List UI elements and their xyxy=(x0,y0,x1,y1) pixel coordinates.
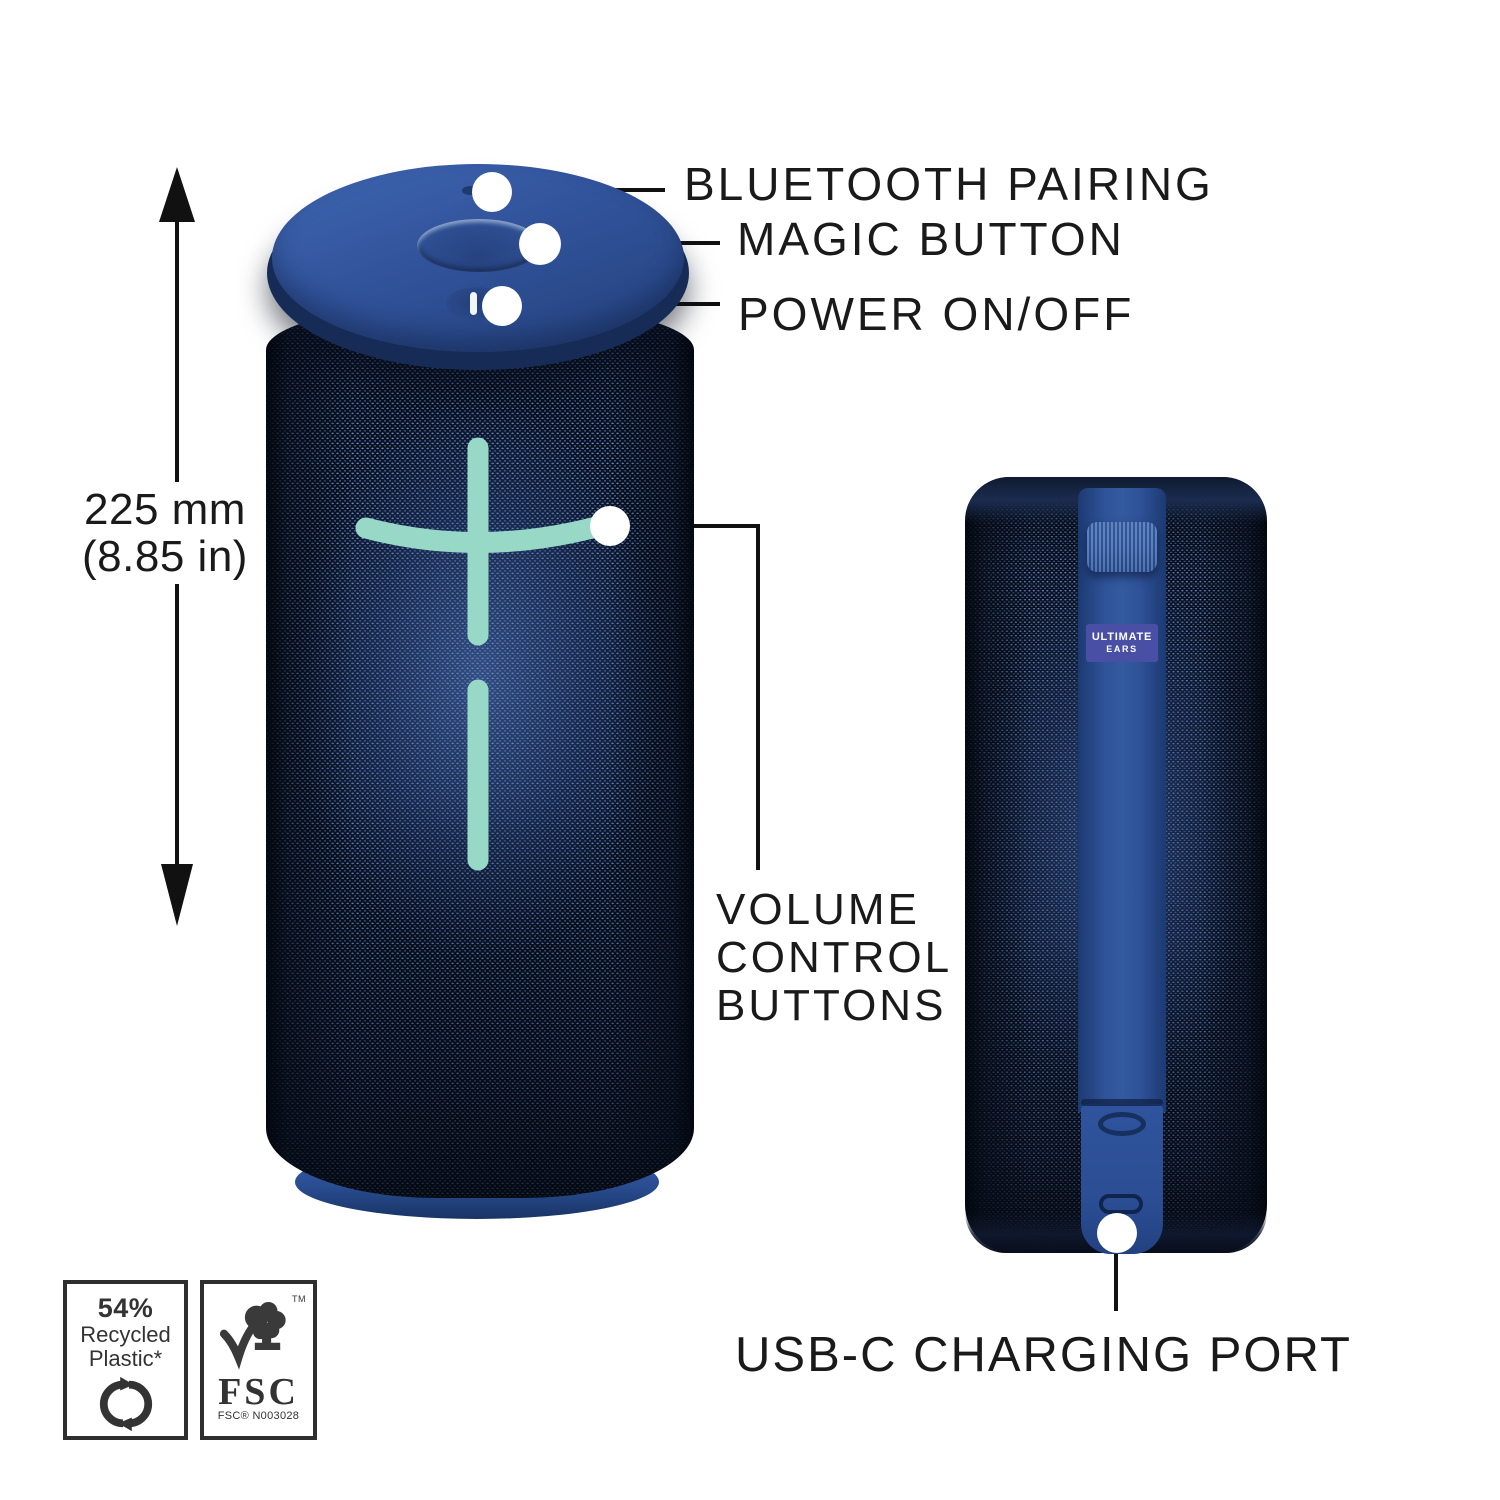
volume-label-line2: CONTROL xyxy=(716,933,953,982)
arrow-down-icon xyxy=(161,864,193,926)
brand-badge-line2: EARS xyxy=(1106,644,1138,654)
recycled-percent: 54% xyxy=(97,1293,154,1323)
back-speaker-spine xyxy=(1078,488,1166,1112)
volume-label-line1: VOLUME xyxy=(716,885,920,934)
hanging-loop xyxy=(1087,522,1157,572)
volume-callout-line-vertical xyxy=(756,524,760,870)
height-metric: 225 mm xyxy=(84,485,246,534)
volume-callout-dot xyxy=(590,506,630,546)
usb-charging-port-label: USB-C CHARGING PORT xyxy=(735,1328,1352,1382)
usb-callout-dot xyxy=(1097,1213,1137,1253)
recycle-arrows-icon xyxy=(99,1376,152,1432)
recycle-arc-left xyxy=(99,1380,123,1428)
fsc-tree-trunk xyxy=(254,1333,281,1351)
weather-door-handle xyxy=(1098,1112,1146,1136)
fsc-trademark: TM xyxy=(292,1294,306,1304)
magic-callout-dot xyxy=(519,223,561,265)
recycle-arc-right xyxy=(128,1380,152,1428)
usb-callout-line xyxy=(1114,1253,1118,1311)
arrow-up-icon xyxy=(159,167,195,222)
fsc-tree-icon xyxy=(219,1301,286,1370)
bluetooth-pairing-button xyxy=(462,186,478,195)
recycled-text-line2: Plastic* xyxy=(88,1346,163,1371)
recycled-text-line1: Recycled xyxy=(80,1322,171,1347)
volume-control-label: VOLUME CONTROL BUTTONS xyxy=(716,886,952,1030)
recycle-arrowhead-right xyxy=(119,1376,134,1391)
volume-plus-horizontal-bar xyxy=(355,515,611,553)
magic-button-label: MAGIC BUTTON xyxy=(737,213,1125,265)
bluetooth-pairing-label: BLUETOOTH PAIRING xyxy=(684,158,1214,210)
dimension-line-lower xyxy=(175,584,179,866)
volume-label-line3: BUTTONS xyxy=(716,981,947,1030)
brand-badge-line1: ULTIMATE xyxy=(1091,631,1153,643)
height-imperial: (8.85 in) xyxy=(82,532,248,581)
power-label: POWER ON/OFF xyxy=(738,288,1135,340)
fsc-badge: TM FSC FSC® N003028 xyxy=(200,1280,317,1440)
power-callout-dot xyxy=(482,286,522,326)
volume-buttons-icon xyxy=(355,437,611,871)
recycled-plastic-badge: 54% Recycled Plastic* xyxy=(63,1280,188,1440)
fsc-checkmark xyxy=(219,1311,267,1370)
power-icon xyxy=(470,292,477,315)
recycle-arrowhead-left xyxy=(117,1417,132,1432)
brand-badge: ULTIMATE EARS xyxy=(1086,624,1158,662)
fsc-acronym: FSC xyxy=(218,1371,299,1413)
usb-c-port xyxy=(1099,1194,1143,1214)
fsc-license-code: FSC® N003028 xyxy=(217,1410,300,1422)
dimension-line-upper xyxy=(175,220,179,482)
weather-door-seam xyxy=(1081,1099,1163,1106)
bluetooth-callout-dot xyxy=(472,172,512,212)
height-dimension-label: 225 mm (8.85 in) xyxy=(58,486,272,580)
